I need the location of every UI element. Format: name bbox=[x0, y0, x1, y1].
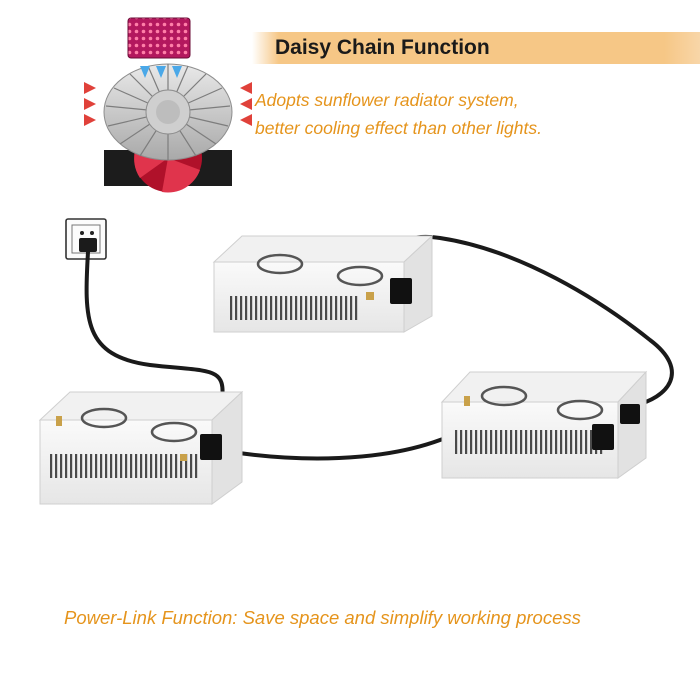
footer-text: Power-Link Function: Save space and simp… bbox=[64, 607, 581, 628]
heading-title: Daisy Chain Function bbox=[275, 36, 490, 59]
description-line-2: better cooling effect than other lights. bbox=[255, 118, 542, 138]
grow-light-icon bbox=[212, 234, 434, 333]
heading-bar bbox=[252, 32, 700, 64]
grow-light-icon bbox=[38, 390, 244, 505]
grow-light-icon bbox=[440, 370, 648, 479]
description-line-1: Adopts sunflower radiator system, bbox=[255, 90, 519, 110]
radiator-icon bbox=[84, 17, 252, 193]
wall-socket-icon bbox=[65, 218, 107, 260]
